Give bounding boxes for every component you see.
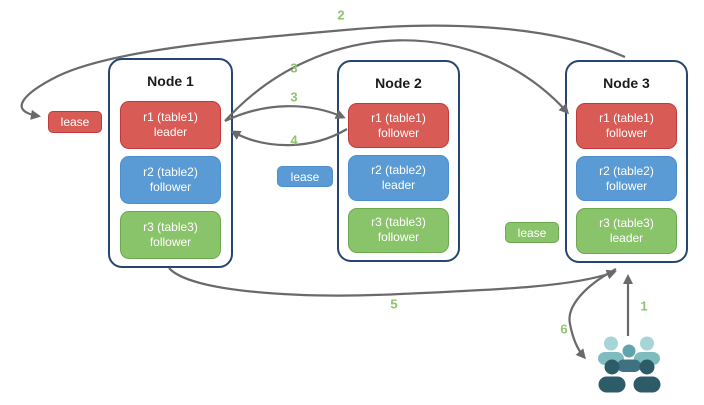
node-3-replica-r2: r2 (table2) follower xyxy=(576,155,677,202)
step-label-6: 6 xyxy=(560,321,568,337)
replica-name: r3 (table3) xyxy=(143,220,198,234)
replica-name: r3 (table3) xyxy=(599,216,654,231)
replica-role: follower xyxy=(149,180,192,194)
node-2-title: Node 2 xyxy=(375,75,422,91)
replica-name: r2 (table2) xyxy=(599,163,654,178)
lease-label-table1: lease xyxy=(48,111,102,133)
node-2-replica-r2: r2 (table2) leader xyxy=(348,155,449,201)
step-label-5: 5 xyxy=(390,296,398,312)
replica-role: leader xyxy=(153,125,188,139)
arrow-step-3-local xyxy=(224,105,346,122)
replica-role: follower xyxy=(377,125,420,140)
node-3-replica-r3: r3 (table3) leader xyxy=(576,208,677,255)
node-1-replica-r1: r1 (table1) leader xyxy=(120,101,221,149)
step-label-1: 1 xyxy=(640,298,648,314)
step-label-3-remote: 3 xyxy=(290,60,298,76)
step-label-3-local: 3 xyxy=(290,89,298,105)
replica-name: r2 (table2) xyxy=(143,165,198,179)
node-3-replica-r1: r1 (table1) follower xyxy=(576,103,677,149)
step-label-2: 2 xyxy=(337,7,345,23)
node-1-replica-r3: r3 (table3) follower xyxy=(120,211,221,259)
replica-name: r2 (table2) xyxy=(371,162,426,177)
node-1-title: Node 1 xyxy=(147,73,194,89)
arrow-step-5 xyxy=(168,267,617,297)
node-3: Node 3 r1 (table1) follower r2 (table2) … xyxy=(565,60,688,263)
node-2: Node 2 r1 (table1) follower r2 (table2) … xyxy=(337,60,460,262)
node-3-title: Node 3 xyxy=(603,75,650,91)
replica-name: r1 (table1) xyxy=(371,110,426,125)
replica-name: r1 (table1) xyxy=(143,110,198,124)
node-2-replica-r3: r3 (table3) follower xyxy=(348,207,449,253)
replica-name: r1 (table1) xyxy=(599,110,654,125)
replica-role: follower xyxy=(149,235,192,249)
replica-role: follower xyxy=(377,230,420,245)
node-2-replica-r1: r1 (table1) follower xyxy=(348,103,449,149)
lease-label-table2: lease xyxy=(277,166,333,187)
arrow-step-6 xyxy=(568,268,617,360)
replica-role: leader xyxy=(381,177,416,192)
node-1-replica-r2: r2 (table2) follower xyxy=(120,156,221,204)
users-group-icon xyxy=(598,336,661,393)
lease-label-table3: lease xyxy=(505,222,559,243)
replica-role: follower xyxy=(605,125,648,140)
replica-role: leader xyxy=(609,231,644,246)
replica-name: r3 (table3) xyxy=(371,215,426,230)
node-1: Node 1 r1 (table1) leader r2 (table2) fo… xyxy=(108,58,233,268)
replica-role: follower xyxy=(605,178,648,193)
step-label-4: 4 xyxy=(290,132,298,148)
